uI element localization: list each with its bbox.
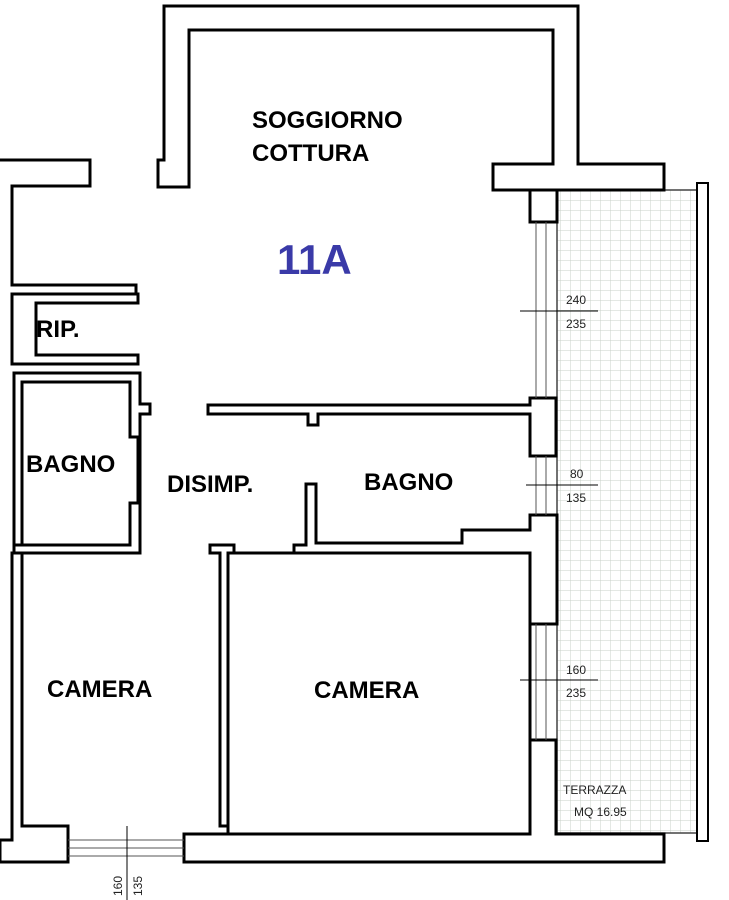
label-bagno-left: BAGNO [26, 451, 115, 478]
terrace-name: TERRAZZA [563, 783, 626, 797]
dim-soggiorno-width: 240 [566, 293, 586, 307]
dim-bagno-width: 80 [570, 467, 584, 481]
label-bagno-right: BAGNO [364, 469, 453, 496]
label-soggiorno: SOGGIORNO [252, 107, 403, 134]
terrace-labels: TERRAZZA MQ 16.95 [563, 783, 627, 819]
dim-camera-height: 235 [566, 686, 586, 700]
living-north-wall [156, 4, 666, 192]
label-camera-left: CAMERA [47, 676, 152, 703]
west-outer-line [0, 158, 138, 302]
living-bath-wall [206, 396, 558, 458]
terrace-railing [696, 182, 709, 842]
label-rip: RIP. [36, 316, 80, 343]
label-camera-right: CAMERA [314, 677, 419, 704]
walls [0, 4, 666, 864]
dim-camera-width: 160 [566, 663, 586, 677]
dimension-labels: 240 235 80 135 160 235 160 135 [111, 293, 586, 896]
unit-label: 11A [277, 236, 352, 283]
camera-left-walls [0, 551, 70, 864]
living-east-wall [528, 188, 559, 224]
dim-soggiorno-height: 235 [566, 317, 586, 331]
window-frame-soggiorno [535, 222, 547, 398]
bagno-left-walls [12, 371, 152, 555]
terrace-area: MQ 16.95 [574, 805, 627, 819]
rip-walls [10, 292, 140, 366]
window-frame-camera-left [68, 839, 184, 857]
window-frame-camera [535, 624, 547, 740]
dim-bagno-height: 135 [566, 491, 586, 505]
camera-right-inner [226, 551, 532, 836]
windows [68, 222, 598, 900]
dim-camera-left-height: 135 [131, 876, 145, 896]
terrace [556, 182, 709, 842]
label-disimpegno: DISIMP. [167, 471, 253, 498]
corridor-jamb [208, 543, 236, 828]
label-cottura: COTTURA [252, 140, 369, 167]
dim-camera-left-width: 160 [111, 876, 125, 896]
room-labels: SOGGIORNO COTTURA RIP. BAGNO DISIMP. BAG… [26, 107, 453, 704]
terrace-floor [556, 189, 698, 834]
